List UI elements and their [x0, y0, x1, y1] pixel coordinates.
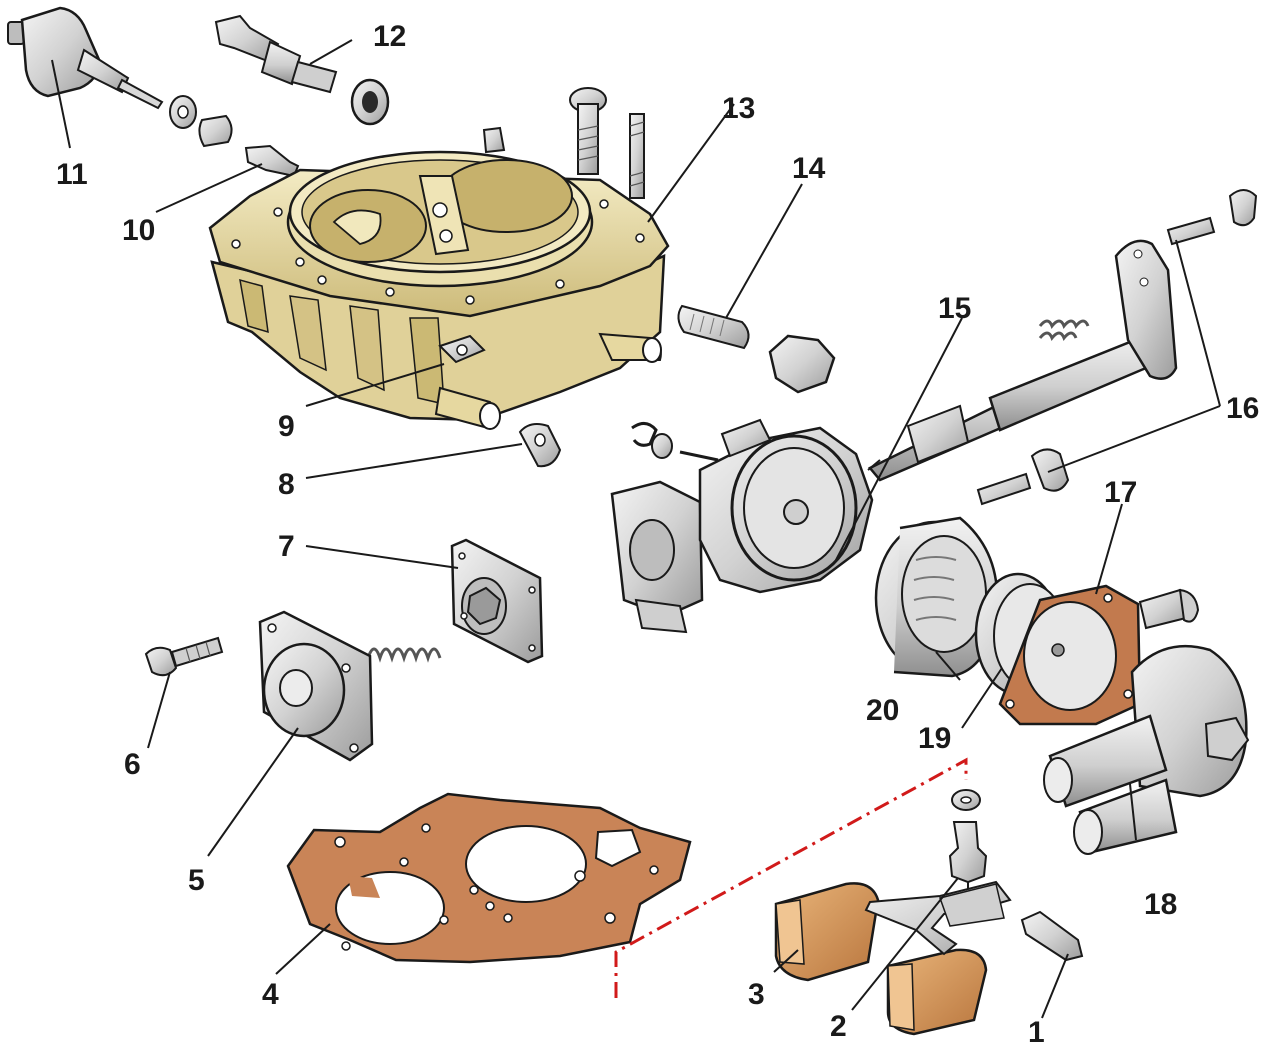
part-5-spring — [366, 647, 442, 663]
callout-15: 15 — [938, 292, 971, 325]
part-14-plug — [768, 334, 836, 394]
part-7-diaphragm-plate — [450, 538, 544, 664]
callout-13: 13 — [722, 92, 755, 125]
callout-18: 18 — [1144, 888, 1177, 921]
part-13-carburetor-body — [208, 126, 670, 430]
part-11-washers — [169, 95, 233, 148]
float-assembly-outline — [614, 757, 968, 998]
part-17-screw — [1138, 588, 1200, 630]
part-15-washer-clip — [631, 422, 719, 462]
part-3-float-assembly — [774, 880, 1012, 1036]
part-15-choke-housing — [610, 418, 874, 634]
callout-6: 6 — [124, 748, 141, 781]
part-5-pump-cover — [258, 610, 374, 762]
callout-14: 14 — [792, 152, 826, 185]
part-18-coolant-cover — [1043, 644, 1250, 855]
callout-20: 20 — [866, 694, 899, 727]
part-13-screw — [569, 87, 607, 175]
part-14-fuel-filter — [677, 304, 750, 350]
callout-3: 3 — [748, 978, 765, 1011]
callout-19: 19 — [918, 722, 951, 755]
part-1-float-axle — [1020, 910, 1084, 962]
part-17-gasket — [998, 584, 1142, 726]
part-13-stud — [629, 113, 645, 199]
callout-8: 8 — [278, 468, 295, 501]
callout-labels: 11 12 10 13 14 15 16 17 18 19 20 9 8 7 6… — [56, 20, 1259, 1049]
callout-1: 1 — [1028, 1016, 1045, 1049]
part-4-base-gasket — [286, 792, 692, 964]
part-16-shaft — [867, 239, 1178, 482]
callout-2: 2 — [830, 1010, 847, 1043]
part-6-screw — [144, 636, 224, 677]
callout-5: 5 — [188, 864, 205, 897]
callout-17: 17 — [1104, 476, 1137, 509]
callout-7: 7 — [278, 530, 295, 563]
leader-lines — [51, 39, 1221, 1019]
part-12-fuel-fitting — [214, 14, 390, 126]
part-20-cover — [874, 516, 999, 678]
part-9-lever — [438, 334, 486, 364]
part-16-spring-top — [1038, 319, 1090, 341]
callout-12: 12 — [373, 20, 406, 53]
part-8-bushing — [518, 423, 562, 468]
part-16-screw-top — [1166, 189, 1258, 246]
callout-10: 10 — [122, 214, 155, 247]
part-2-needle-valve — [948, 789, 988, 896]
part-11-solenoid-valve — [7, 6, 164, 110]
callout-9: 9 — [278, 410, 295, 443]
part-16-screw-bottom — [976, 448, 1070, 506]
callout-11: 11 — [56, 158, 88, 191]
callout-4: 4 — [262, 978, 279, 1011]
callout-16: 16 — [1226, 392, 1259, 425]
part-10-jet — [244, 144, 300, 178]
